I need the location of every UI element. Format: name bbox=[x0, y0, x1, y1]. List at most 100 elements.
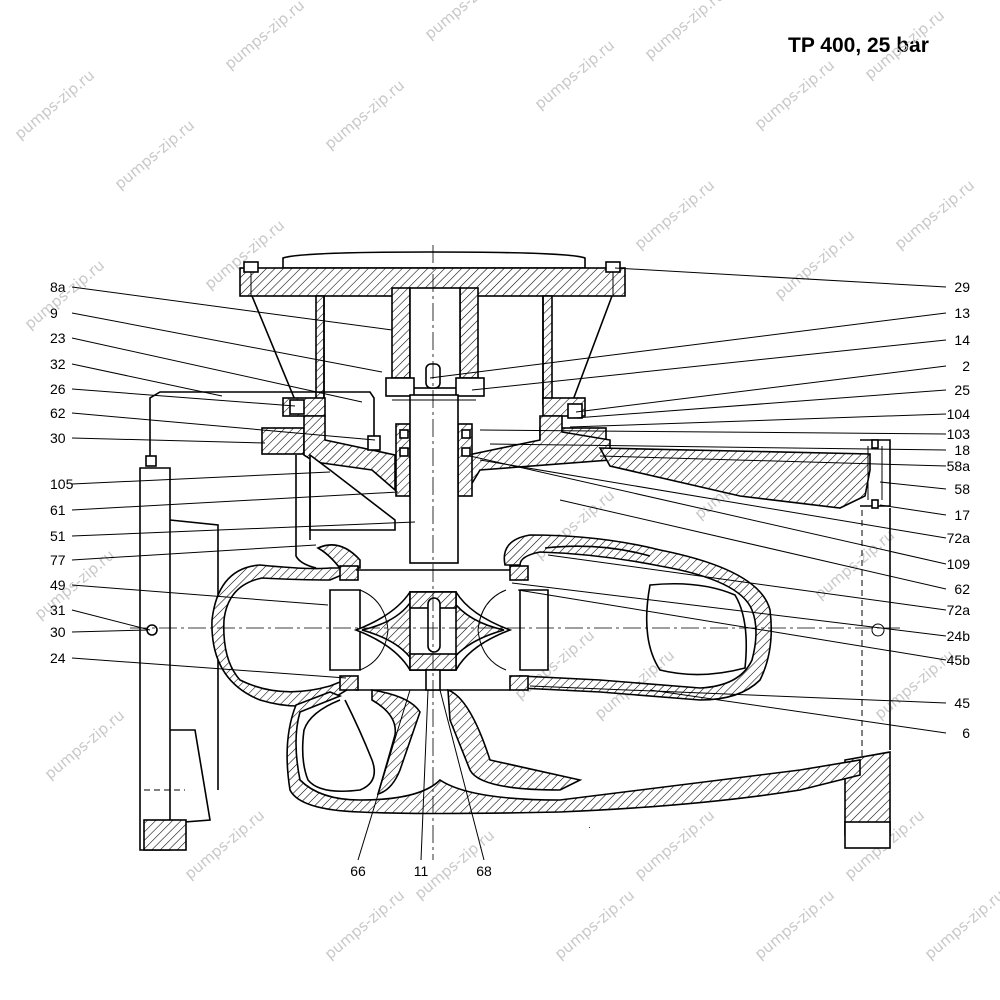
part-label-left: 51 bbox=[50, 528, 66, 544]
watermark-text: pumps-zip.ru bbox=[641, 0, 728, 63]
leader-line bbox=[599, 455, 947, 467]
part-label-right: 6 bbox=[962, 725, 970, 741]
part-label-right: 18 bbox=[954, 442, 970, 458]
leader-line bbox=[547, 554, 947, 611]
leader-line bbox=[71, 388, 296, 407]
leader-line bbox=[511, 582, 947, 637]
leader-line bbox=[879, 504, 947, 516]
leader-line bbox=[471, 339, 947, 391]
watermark-text: pumps-zip.ru bbox=[921, 886, 1000, 963]
part-label-right: 103 bbox=[947, 426, 971, 442]
watermark-text: pumps-zip.ru bbox=[321, 76, 408, 153]
watermark-text: pumps-zip.ru bbox=[631, 806, 718, 883]
drawing-title: TP 400, 25 bar bbox=[788, 34, 929, 57]
leader-line bbox=[574, 389, 947, 419]
watermark-text: pumps-zip.ru bbox=[861, 6, 948, 83]
part-label-right: 72a bbox=[947, 530, 971, 546]
svg-text:·: · bbox=[588, 822, 591, 832]
leader-line bbox=[71, 437, 266, 444]
flush-pipe bbox=[145, 391, 381, 467]
volute-casing bbox=[211, 534, 861, 815]
part-label-left: 61 bbox=[50, 502, 66, 518]
watermark-text: pumps-zip.ru bbox=[771, 226, 858, 303]
leader-line bbox=[71, 584, 329, 606]
part-label-left: 8a bbox=[50, 279, 66, 295]
part-label-right: 45 bbox=[954, 695, 970, 711]
part-label-right: 109 bbox=[947, 556, 971, 572]
leader-line bbox=[71, 657, 347, 679]
leader-line bbox=[71, 609, 151, 631]
part-label-left: 62 bbox=[50, 405, 66, 421]
leader-line bbox=[71, 412, 376, 441]
leader-line bbox=[479, 429, 947, 435]
leader-line bbox=[469, 455, 947, 565]
leader-line bbox=[559, 499, 947, 590]
leader-line bbox=[71, 491, 399, 511]
leader-line bbox=[575, 365, 947, 413]
leader-line bbox=[479, 459, 947, 539]
watermark-text: pumps-zip.ru bbox=[631, 176, 718, 253]
leader-line bbox=[529, 685, 947, 704]
leader-line bbox=[879, 481, 947, 490]
leader-line bbox=[71, 521, 416, 537]
part-label-right: 29 bbox=[954, 279, 970, 295]
part-label-right: 72a bbox=[947, 602, 971, 618]
leader-line bbox=[357, 689, 411, 861]
seal-housing bbox=[261, 394, 891, 569]
part-label-right: 24b bbox=[947, 628, 971, 644]
watermark-text: pumps-zip.ru bbox=[181, 806, 268, 883]
leader-line bbox=[489, 443, 947, 451]
watermark-text: pumps-zip.ru bbox=[11, 66, 98, 143]
leader-line bbox=[71, 544, 317, 561]
leader-line bbox=[71, 629, 149, 633]
watermark-text: pumps-zip.ru bbox=[321, 886, 408, 963]
part-label-left: 31 bbox=[50, 602, 66, 618]
part-label-right: 17 bbox=[954, 507, 970, 523]
leader-line bbox=[649, 689, 947, 734]
part-number-leaders: 8a 9 23 32 26 62 30 105 61 51 77 49 31 30 24 29 13 14 2 25 1… bbox=[50, 267, 971, 879]
part-label-left: 77 bbox=[50, 552, 66, 568]
part-label-right: 2 bbox=[962, 358, 970, 374]
watermark-text: pumps-zip.ru bbox=[751, 56, 838, 133]
part-label-left: 24 bbox=[50, 650, 66, 666]
leader-line bbox=[614, 267, 947, 288]
leader-line bbox=[517, 589, 947, 661]
part-label-left: 105 bbox=[50, 476, 74, 492]
watermark-text: pumps-zip.ru bbox=[41, 706, 128, 783]
part-label-left: 32 bbox=[50, 356, 66, 372]
watermark-text: pumps-zip.ru bbox=[531, 36, 618, 113]
part-label-bottom: 66 bbox=[350, 863, 366, 879]
watermark-text: pumps-zip.ru bbox=[871, 646, 958, 723]
leader-line bbox=[71, 286, 393, 331]
watermark-text: pumps-zip.ru bbox=[891, 176, 978, 253]
motor-stool bbox=[239, 251, 626, 419]
part-label-left: 30 bbox=[50, 624, 66, 640]
leader-line bbox=[71, 337, 363, 403]
part-label-left: 26 bbox=[50, 381, 66, 397]
leader-line bbox=[71, 312, 383, 373]
part-label-right: 25 bbox=[954, 382, 970, 398]
left-pedestal bbox=[139, 467, 219, 851]
part-label-right: 58 bbox=[954, 481, 970, 497]
part-label-right: 14 bbox=[954, 332, 970, 348]
part-label-right: 58a bbox=[947, 458, 971, 474]
leader-line bbox=[429, 312, 947, 379]
part-label-left: 9 bbox=[50, 305, 58, 321]
part-label-bottom: 68 bbox=[476, 863, 492, 879]
watermark-text: pumps-zip.ru bbox=[551, 886, 638, 963]
part-label-bottom: 11 bbox=[414, 863, 429, 879]
watermark-text: pumps-zip.ru bbox=[751, 886, 838, 963]
watermark-text: pumps-zip.ru bbox=[811, 526, 898, 603]
part-label-left: 30 bbox=[50, 430, 66, 446]
part-label-right: 45b bbox=[947, 652, 971, 668]
leader-line bbox=[439, 689, 485, 861]
leader-line bbox=[569, 413, 947, 428]
watermark-text: pumps-zip.ru bbox=[221, 0, 308, 73]
leader-line bbox=[420, 689, 429, 861]
part-label-right: 13 bbox=[954, 305, 970, 321]
part-label-left: 23 bbox=[50, 330, 66, 346]
leader-line bbox=[71, 363, 223, 397]
part-label-left: 49 bbox=[50, 577, 66, 593]
part-label-right: 62 bbox=[954, 581, 970, 597]
